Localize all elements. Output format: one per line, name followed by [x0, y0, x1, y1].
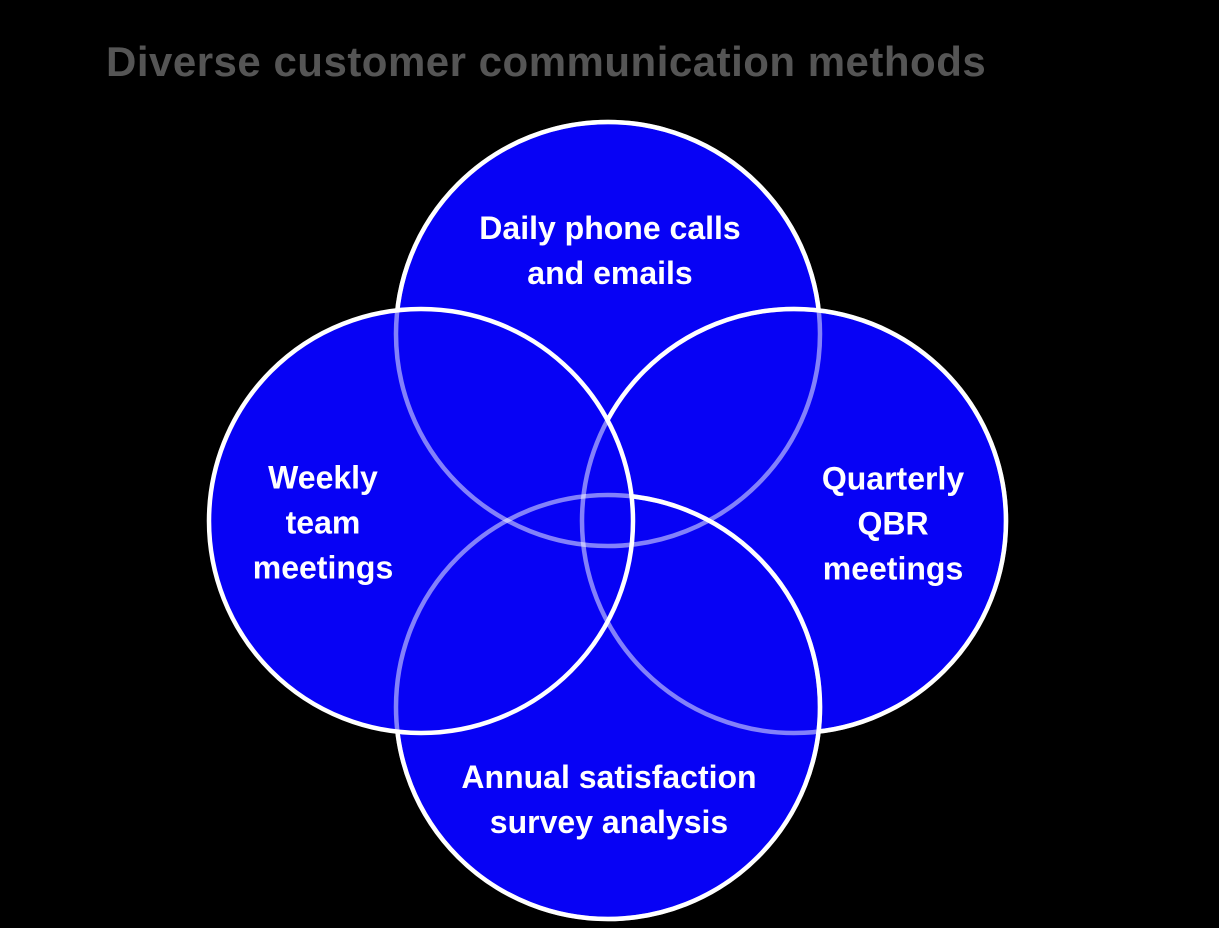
label-line: Weekly [268, 459, 378, 496]
label-line: meetings [252, 549, 394, 586]
label-line: Quarterly [821, 460, 965, 497]
venn-label-daily-phone-calls: Daily phone calls and emails [479, 206, 740, 296]
venn-label-weekly-team-meetings: Weekly team meetings [253, 456, 393, 591]
venn-circle-right-outline [579, 306, 1009, 736]
venn-circle-left-fill [209, 309, 633, 733]
label-line: Daily phone calls [479, 210, 741, 246]
label-line: and emails [527, 255, 693, 291]
venn-circle-top-outline [393, 119, 823, 549]
slide-title: Diverse customer communication methods [106, 38, 987, 85]
label-line: survey analysis [489, 804, 729, 840]
venn-circle-left-outline [206, 306, 636, 736]
label-line: QBR [857, 505, 929, 542]
venn-bright-outlines [206, 119, 1009, 922]
venn-label-annual-satisfaction-survey: Annual satisfaction survey analysis [461, 755, 756, 845]
venn-circle-bottom-outline [393, 492, 823, 922]
venn-label-quarterly-qbr-meetings: Quarterly QBR meetings [822, 457, 964, 592]
label-line: meetings [822, 550, 964, 587]
label-line: team [285, 504, 361, 541]
label-line: Annual satisfaction [461, 759, 757, 795]
venn-fills [209, 122, 1006, 919]
